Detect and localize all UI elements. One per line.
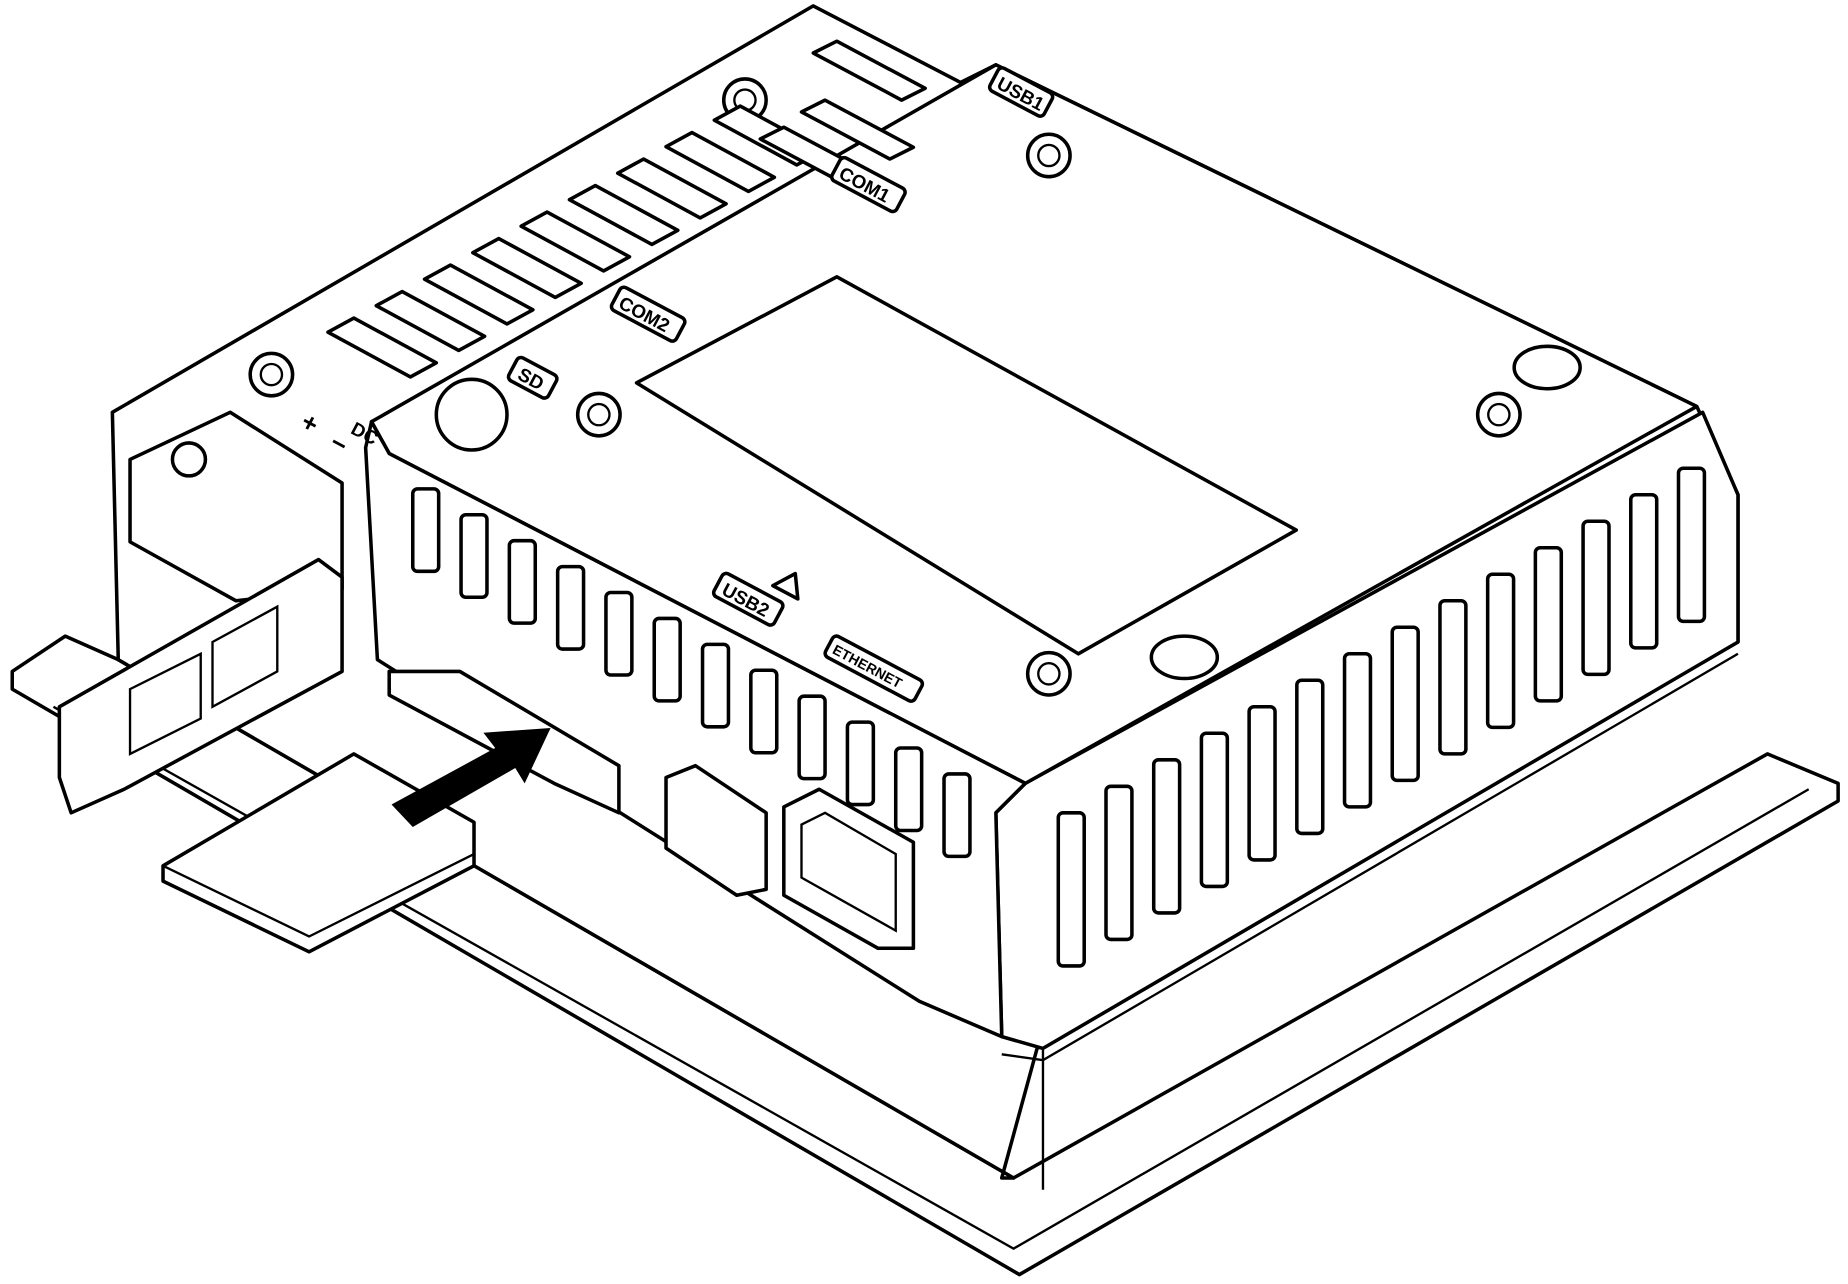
vent-slot [1104,784,1134,942]
rear-connector [519,210,632,273]
screw-hole [1037,662,1061,686]
vent-slot [1151,758,1182,915]
vent-slot [1676,466,1707,624]
vent-slot [942,772,972,859]
vent-slot [749,668,779,755]
vent-slot [1342,652,1373,809]
mounting-hole [1149,634,1220,681]
terminal-screw [170,441,208,478]
vent-slot [845,720,876,807]
screw-hole [1487,402,1511,427]
sd-card-edge [162,852,475,938]
rear-connector [326,316,439,379]
vent-slot [652,616,682,703]
ethernet-port[interactable] [782,787,916,951]
vent-slot [604,590,634,677]
vent-slot [893,746,924,833]
ethernet-socket [800,811,897,933]
vent-slot [459,513,489,600]
vent-slot [555,564,586,651]
vent-slot [1581,519,1611,677]
rear-connector [811,39,927,102]
vent-slot [1199,731,1230,889]
vent-slot [1247,705,1277,862]
vent-slot [507,538,538,625]
cover-window [211,604,279,709]
rear-connector [471,236,583,300]
sd-access-led [434,377,509,452]
insert-arrow-icon [391,727,551,827]
vent-group [410,466,1707,968]
side-seam [1001,652,1739,1062]
vent-slot [1485,572,1516,730]
rear-connector [422,263,535,326]
screw-hole [587,402,611,427]
front-bezel [10,634,1840,1277]
vent-slot [1056,811,1086,968]
vent-slot [797,694,827,781]
vent-slot [1390,625,1420,783]
screw-hole [259,362,284,387]
vent-slot [1533,545,1564,703]
rear-connector [799,98,916,161]
rear-ports [326,39,927,379]
usb2-port[interactable] [664,763,768,898]
rear-connector [664,130,777,194]
screw-group [248,77,1582,697]
rear-connector [567,183,680,247]
screw-boss [1475,391,1522,438]
screw-boss [1025,650,1072,697]
vent-slot [1438,599,1468,756]
rear-connector [615,157,728,220]
vent-slot [1629,492,1659,650]
screw-boss [1025,132,1072,179]
label-usb1: USB1 [987,66,1055,118]
vent-slot [1295,678,1325,836]
rear-connector [374,289,487,353]
mounting-hole [1512,344,1582,391]
vent-slot [410,487,441,574]
screw-boss [248,351,295,398]
screw-boss [575,391,622,438]
screw-hole [1037,143,1061,168]
vent-slot [700,642,731,729]
label-recess [634,275,1299,656]
warning-triangle-icon [771,571,800,601]
cover-window [128,651,202,756]
